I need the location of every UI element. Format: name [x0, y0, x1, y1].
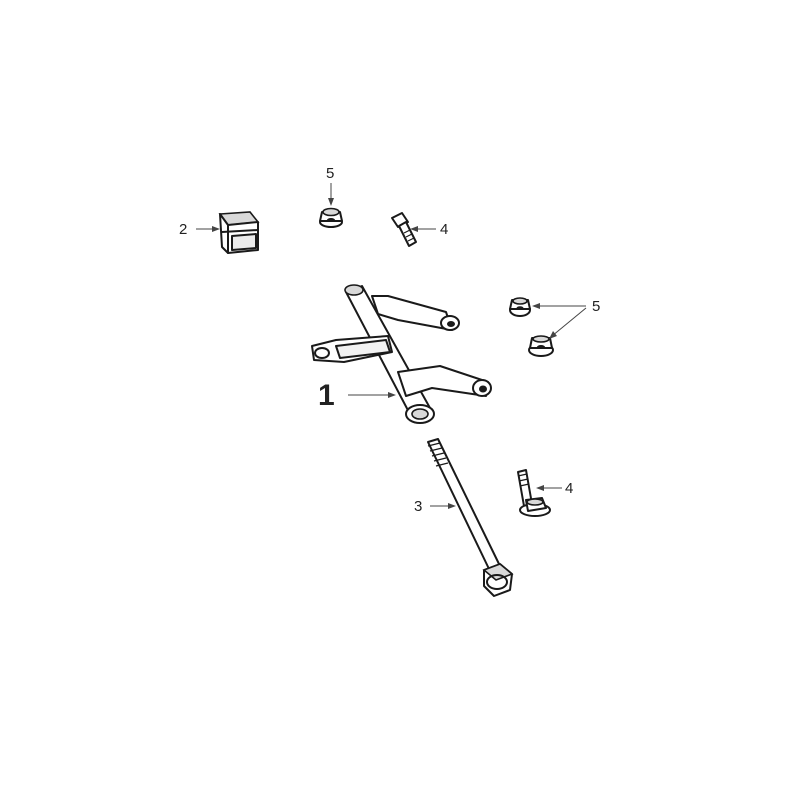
- callout-5-right: 5: [592, 298, 600, 315]
- swing-arm: [311, 284, 492, 424]
- long-bolt: [427, 438, 514, 597]
- flange-nut-right-upper: [509, 297, 531, 317]
- bushing-block: [218, 211, 260, 254]
- short-bolt-top: [391, 212, 417, 247]
- leader-5-right-lower: [551, 307, 587, 337]
- callout-1: 1: [318, 379, 335, 412]
- flange-nut-right-lower: [528, 335, 554, 357]
- callout-5-top: 5: [326, 165, 334, 182]
- flange-nut-top: [319, 207, 343, 228]
- leader-lines: [196, 183, 587, 509]
- callout-2: 2: [179, 221, 187, 238]
- callout-4-bottom: 4: [565, 480, 573, 497]
- flange-bolt-bottom: [517, 469, 551, 517]
- callout-4-top: 4: [440, 221, 448, 238]
- callout-3: 3: [414, 498, 422, 515]
